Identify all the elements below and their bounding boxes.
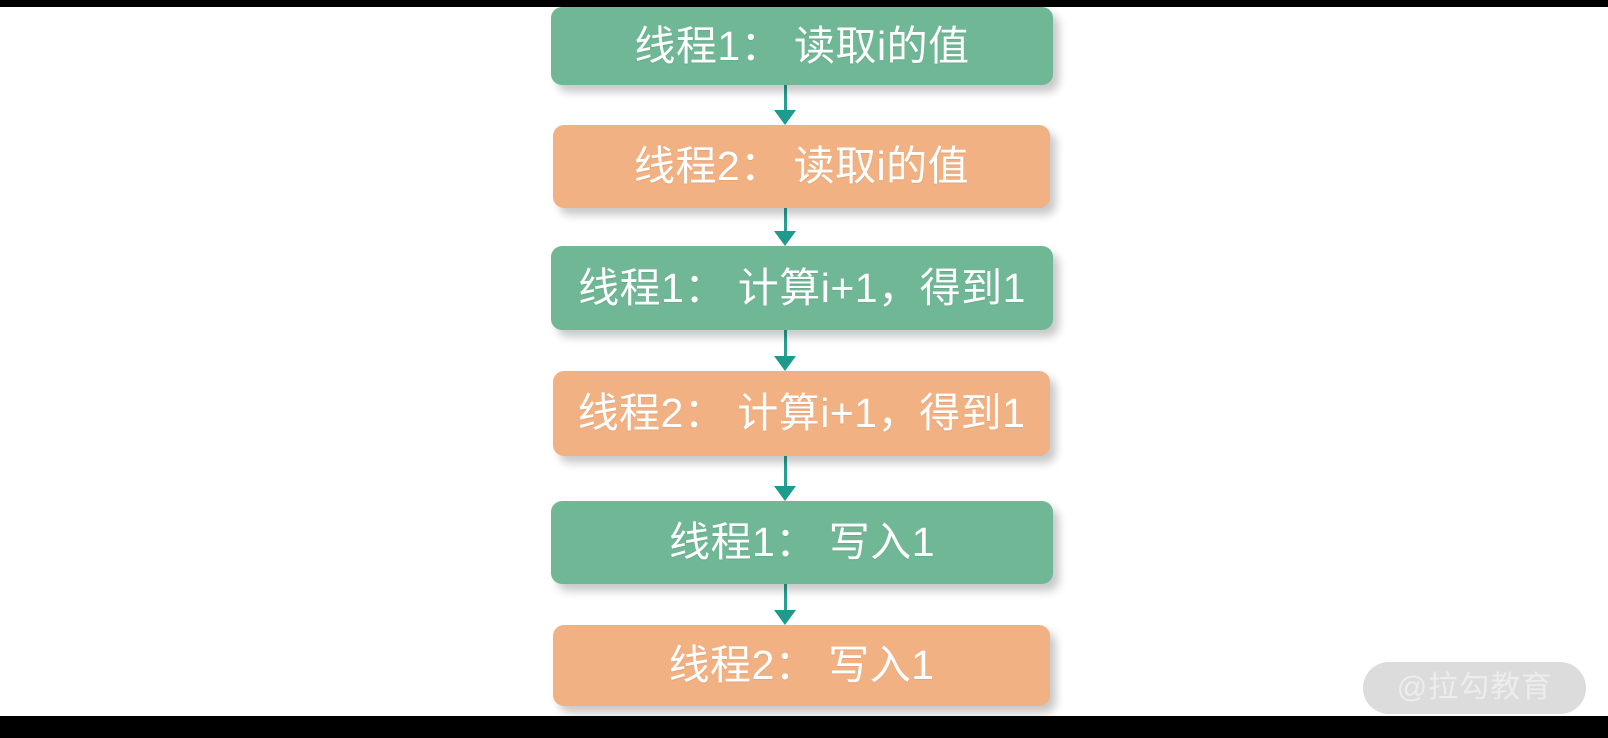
arrow-shaft xyxy=(783,584,787,611)
flow-step-box[interactable]: 线程2： 计算i+1，得到1 xyxy=(553,371,1050,456)
flow-step-label: 线程2： 计算i+1，得到1 xyxy=(577,390,1026,436)
slide-canvas: 线程1： 读取i的值线程2： 读取i的值线程1： 计算i+1，得到1 线程2： 计… xyxy=(0,7,1608,716)
arrow-shaft xyxy=(783,456,787,487)
flow-connector-arrow xyxy=(773,330,797,371)
arrow-head-icon xyxy=(774,486,796,501)
flow-step-label: 线程1： 读取i的值 xyxy=(634,22,970,69)
flow-step-label: 线程1： 写入1 xyxy=(669,519,935,565)
letterbox-top xyxy=(0,0,1608,7)
watermark-label: @拉勾教育 xyxy=(1396,671,1553,704)
flow-step-box[interactable]: 线程1： 写入1 xyxy=(551,501,1053,584)
flow-step-label: 线程2： 写入1 xyxy=(668,642,935,688)
flow-step-box[interactable]: 线程2： 读取i的值 xyxy=(553,125,1050,208)
arrow-head-icon xyxy=(774,356,796,371)
flow-connector-arrow xyxy=(773,584,797,625)
arrow-head-icon xyxy=(774,610,796,625)
flow-connector-arrow xyxy=(773,85,797,125)
flow-step-label: 线程1： 计算i+1，得到1 xyxy=(578,264,1026,311)
flow-step-box[interactable]: 线程1： 计算i+1，得到1 xyxy=(551,246,1053,330)
arrow-shaft xyxy=(783,208,787,232)
flow-step-box[interactable]: 线程2： 写入1 xyxy=(553,625,1050,706)
letterbox-bottom xyxy=(0,716,1608,738)
arrow-head-icon xyxy=(774,231,796,246)
flow-connector-arrow xyxy=(773,208,797,246)
arrow-shaft xyxy=(783,85,787,111)
watermark-badge: @拉勾教育 xyxy=(1363,662,1586,714)
flow-connector-arrow xyxy=(773,456,797,501)
arrow-head-icon xyxy=(774,110,796,125)
arrow-shaft xyxy=(783,330,787,357)
flow-step-label: 线程2： 读取i的值 xyxy=(633,143,970,189)
flow-step-box[interactable]: 线程1： 读取i的值 xyxy=(551,7,1053,85)
